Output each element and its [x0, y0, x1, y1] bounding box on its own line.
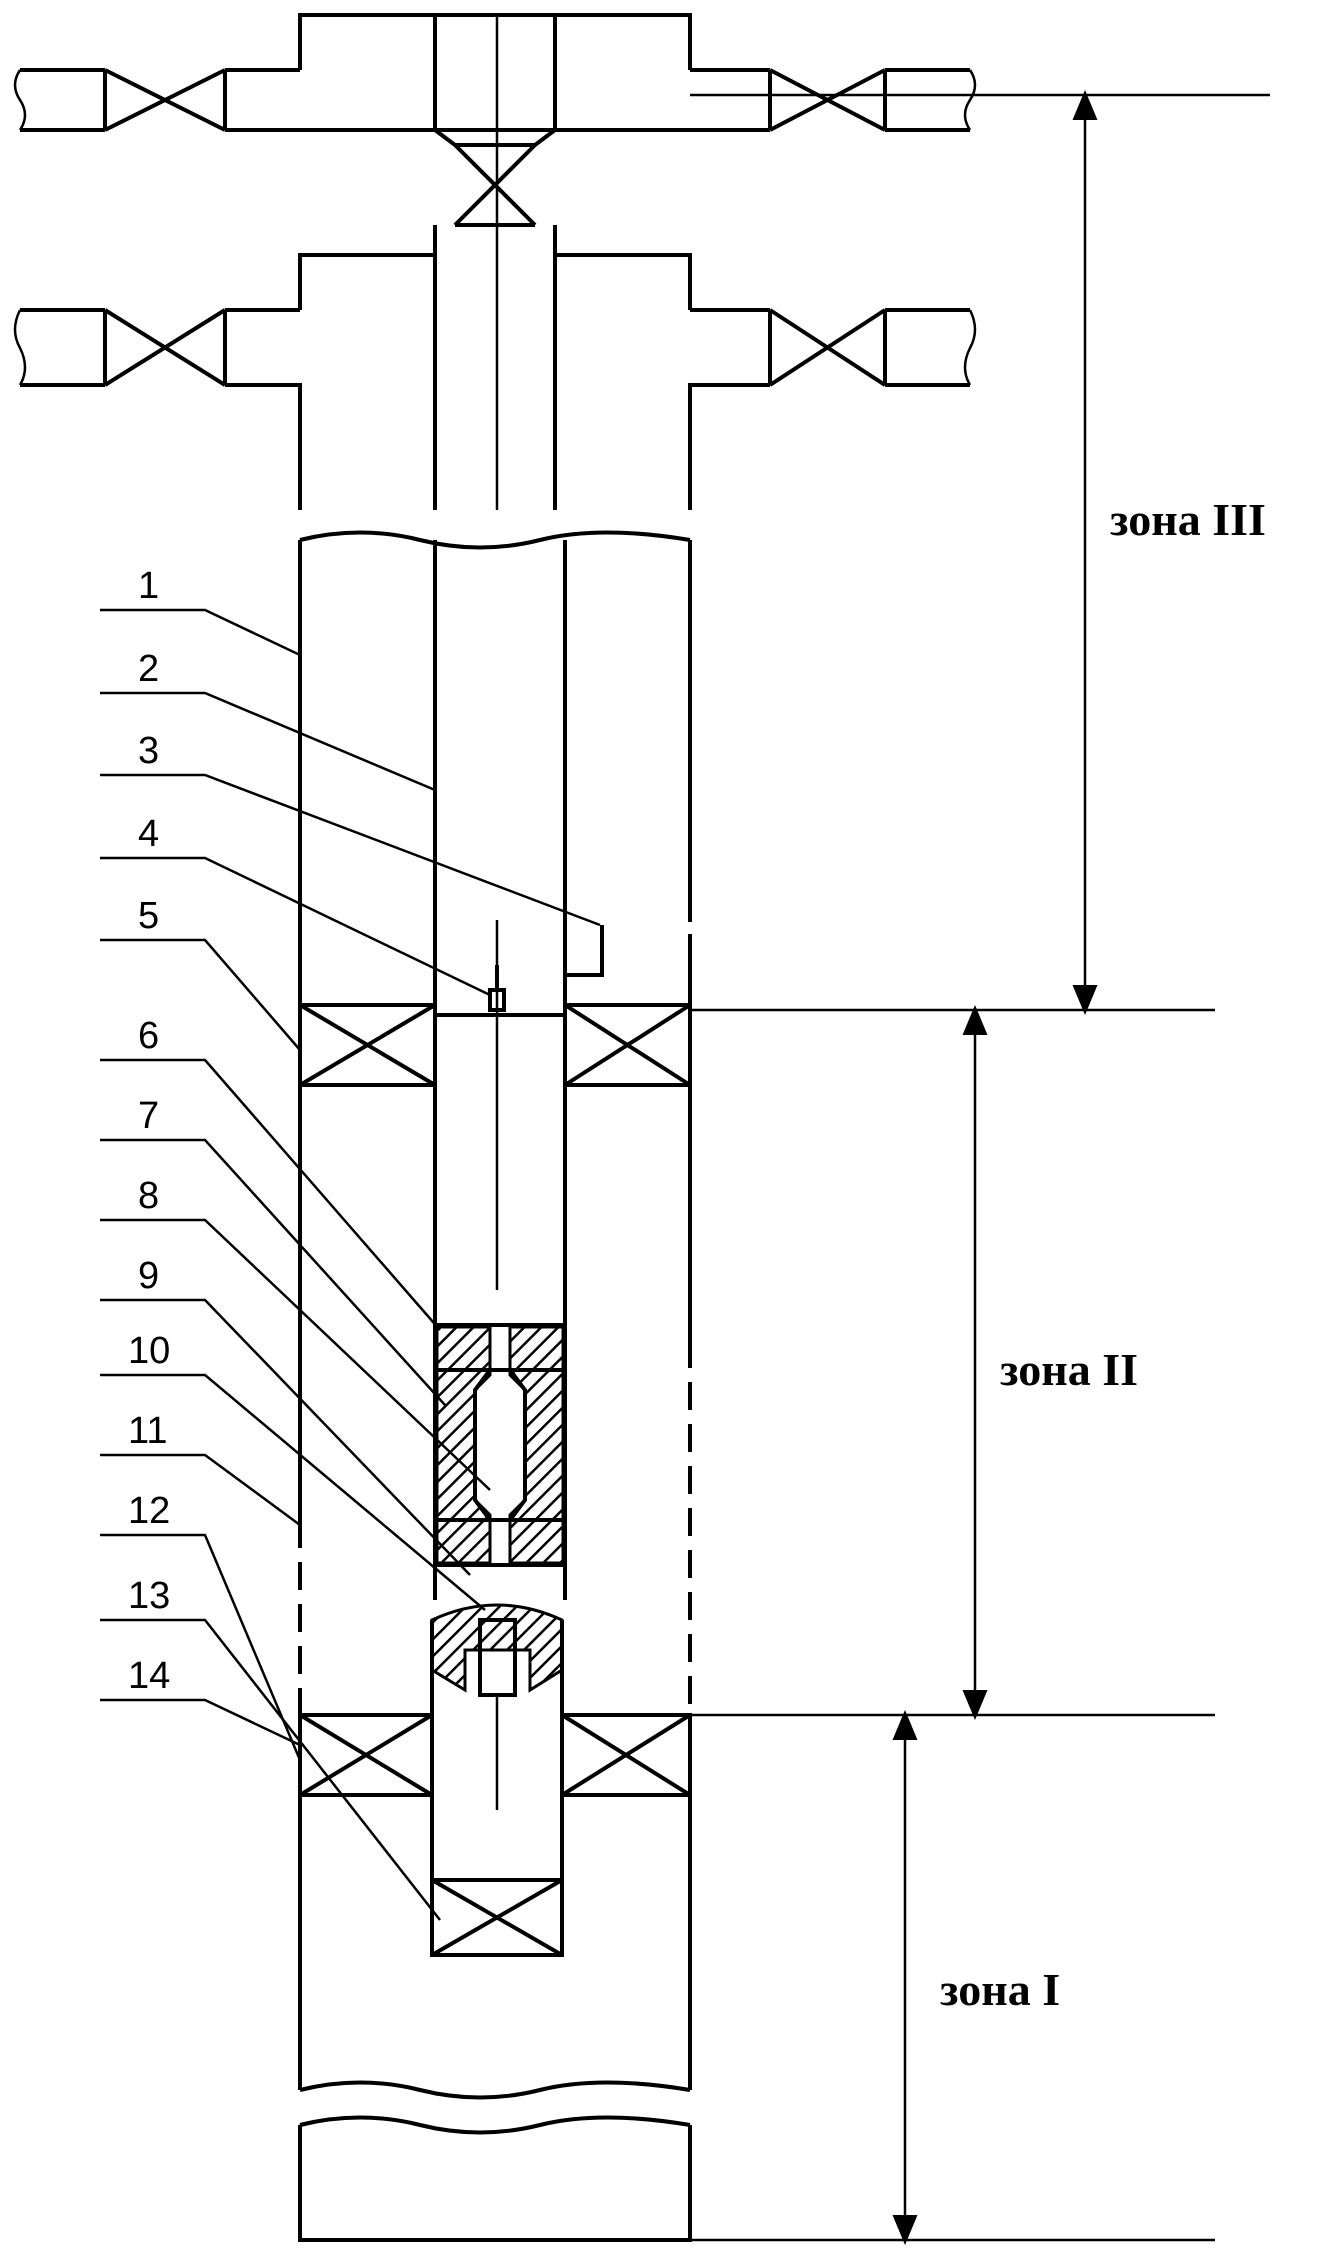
tool-hook: [565, 925, 604, 977]
label-7: 7: [138, 1095, 159, 1137]
zone-dimensions: [690, 90, 1270, 2245]
label-2: 2: [138, 648, 159, 690]
label-6: 6: [138, 1015, 159, 1057]
label-8: 8: [138, 1175, 159, 1217]
part-labels: 1 2 3 4 5 6 7 8 9 10 11 12 13 14: [128, 565, 170, 1697]
leader-lines: [100, 608, 601, 1921]
zone-2-label: зона II: [1000, 1344, 1138, 1395]
master-valve: [453, 143, 537, 227]
label-1: 1: [138, 565, 159, 607]
break-line-bottom: [298, 2080, 692, 2242]
hatched-sleeve: [433, 1323, 567, 1567]
label-10: 10: [128, 1330, 170, 1372]
label-4: 4: [138, 813, 159, 855]
upper-packer: [298, 1003, 692, 1087]
label-3: 3: [138, 730, 159, 772]
lower-assembly: [430, 1565, 567, 1957]
label-13: 13: [128, 1575, 170, 1617]
label-5: 5: [138, 895, 159, 937]
label-14: 14: [128, 1655, 170, 1697]
lower-packer: [298, 1713, 692, 1797]
small-valve-element: [488, 965, 506, 1012]
label-12: 12: [128, 1490, 170, 1532]
zone-3-label: зона III: [1110, 494, 1266, 545]
casing: [298, 540, 692, 2090]
tubing: [433, 540, 567, 1325]
label-9: 9: [138, 1255, 159, 1297]
wellhead-lower-cross: [13, 15, 977, 510]
break-line-top: [299, 530, 691, 550]
zone-1-label: зона I: [940, 1964, 1060, 2015]
label-11: 11: [128, 1410, 167, 1452]
wellhead-upper-cross: [13, 13, 977, 147]
